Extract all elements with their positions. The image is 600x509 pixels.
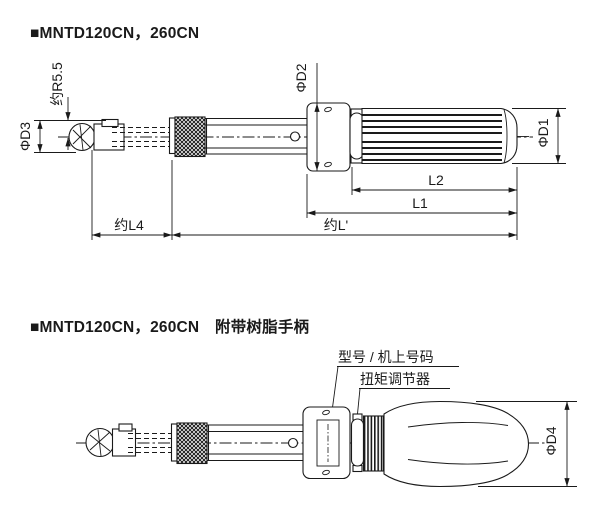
dim-d2: ΦD2 (293, 63, 320, 171)
bit-hidden-lines (112, 127, 170, 147)
shaft-tube-bottom (207, 424, 303, 462)
resin-handle (383, 400, 530, 488)
section-bottom-title: ■MNTD120CN，260CN 附带树脂手柄 (30, 317, 309, 336)
dim-label-d4: ΦD4 (543, 426, 559, 455)
scale-collar (306, 102, 351, 172)
knurled-chuck (174, 116, 206, 158)
model-plate (316, 419, 340, 467)
dim-label-l2: L2 (428, 172, 444, 188)
section-top-title: ■MNTD120CN，260CN (30, 25, 199, 42)
dim-label-l-overall: 约L' (324, 217, 348, 233)
dim-d4: ΦD4 (476, 401, 577, 487)
bit-tip (68, 118, 125, 152)
dim-label-radius: 约R5.5 (49, 62, 65, 106)
knurled-chuck-bottom (176, 422, 208, 465)
top-drawing: ■MNTD120CN，260CN (17, 25, 566, 240)
chuck-washer (168, 117, 176, 155)
chuck-washer-bottom (170, 423, 178, 462)
dim-d1: ΦD1 (512, 108, 566, 164)
dim-label-l4: 约L4 (114, 217, 144, 233)
dim-label-d2: ΦD2 (293, 63, 309, 92)
body-with-plate (302, 406, 351, 480)
dim-r55: 约R5.5 (49, 62, 71, 150)
dim-label-l1: L1 (412, 195, 428, 211)
callout-torque-adjuster: 扭矩调节器 (360, 371, 430, 387)
shaft-tube (205, 117, 307, 155)
dim-label-d1: ΦD1 (535, 118, 551, 147)
dim-label-d3: ΦD3 (17, 122, 33, 151)
dim-lengths: L2 L1 约L4 约L' (91, 150, 518, 240)
metal-handle (361, 107, 532, 165)
torque-adjuster-ring (350, 413, 385, 473)
bit-tip-bottom (85, 423, 137, 458)
callout-model-plate: 型号 / 机上号码 (338, 349, 434, 365)
bottom-drawing: ■MNTD120CN，260CN 附带树脂手柄 型号 / 机上号码 扭矩调节器 (30, 317, 577, 488)
